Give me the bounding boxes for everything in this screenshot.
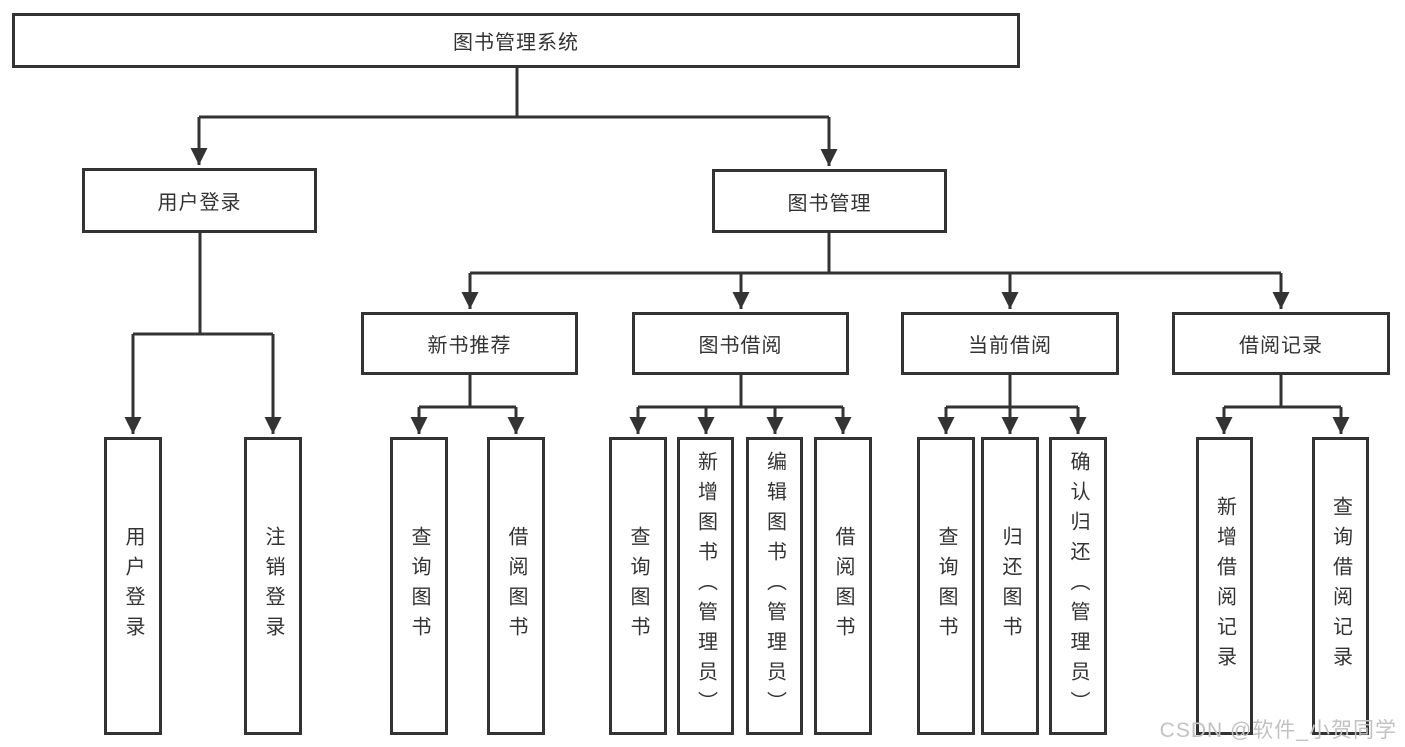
node-label: 新增借阅记录 [1213, 496, 1236, 676]
leaf-user-login: 用户登录 [104, 437, 162, 735]
node-label: 编辑图书（管理员） [763, 451, 786, 721]
node-label: 查询图书 [627, 526, 649, 646]
node-book-management: 图书管理 [712, 169, 947, 233]
leaf-records-query-borrow-record: 查询借阅记录 [1312, 437, 1369, 735]
leaf-bookborrow-edit-books-admin: 编辑图书（管理员） [746, 437, 803, 735]
node-label: 图书管理系统 [453, 32, 579, 54]
leaf-records-add-borrow-record: 新增借阅记录 [1196, 437, 1253, 735]
node-label: 图书借阅 [698, 335, 783, 357]
node-book-borrow: 图书借阅 [632, 312, 849, 375]
leaf-bookborrow-add-books-admin: 新增图书（管理员） [677, 437, 734, 735]
node-library-system-root: 图书管理系统 [12, 13, 1020, 68]
node-label: 查询图书 [408, 526, 430, 646]
node-label: 图书管理 [787, 192, 872, 215]
node-label: 当前借阅 [968, 335, 1052, 357]
node-label: 归还图书 [999, 526, 1021, 646]
node-current-borrow: 当前借阅 [901, 312, 1119, 375]
node-label: 借阅图书 [505, 526, 527, 646]
leaf-newbook-borrow-books: 借阅图书 [487, 437, 545, 735]
node-label: 借阅记录 [1239, 335, 1323, 357]
leaf-bookborrow-borrow-books: 借阅图书 [814, 437, 872, 735]
node-label: 借阅图书 [832, 526, 854, 646]
leaf-newbook-query-books: 查询图书 [390, 437, 448, 735]
node-label: 确认归还（管理员） [1067, 451, 1089, 721]
node-label: 新书推荐 [427, 335, 512, 357]
leaf-logout: 注销登录 [244, 437, 302, 735]
node-label: 注销登录 [262, 526, 284, 646]
csdn-watermark: CSDN @软件_小贺同学 [1159, 719, 1397, 742]
node-user-login: 用户登录 [82, 168, 317, 233]
node-label: 查询借阅记录 [1329, 496, 1352, 676]
node-label: 用户登录 [122, 526, 144, 646]
leaf-currentborrow-confirm-return-admin: 确认归还（管理员） [1049, 437, 1107, 735]
leaf-currentborrow-return-books: 归还图书 [981, 437, 1039, 735]
node-borrow-records: 借阅记录 [1172, 312, 1390, 375]
node-label: 查询图书 [935, 526, 957, 646]
leaf-bookborrow-query-books: 查询图书 [609, 437, 667, 735]
node-label: 用户登录 [157, 192, 242, 214]
node-new-book-recommend: 新书推荐 [361, 312, 578, 375]
leaf-currentborrow-query-books: 查询图书 [917, 437, 975, 735]
node-label: 新增图书（管理员） [694, 451, 717, 721]
